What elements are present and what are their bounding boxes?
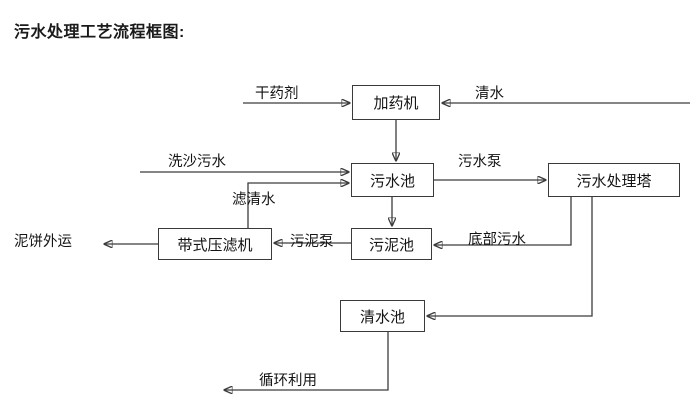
node-dosing-machine[interactable]: 加药机 [352, 85, 440, 120]
connector-treatment-tower-to-clean-water-pool [427, 197, 593, 316]
edge-label-mud-cake-out: 泥饼外运 [14, 234, 72, 250]
node-label: 污泥池 [368, 236, 414, 254]
page-title: 污水处理工艺流程框图: [14, 24, 185, 41]
node-clean-water-pool[interactable]: 清水池 [340, 300, 425, 332]
node-label: 污水处理塔 [576, 172, 652, 190]
connector-clean-water-pool-to-recycle-use [224, 332, 389, 390]
edge-label-sewage-pump: 污水泵 [458, 154, 502, 170]
node-treatment-tower[interactable]: 污水处理塔 [548, 163, 680, 197]
node-label: 加药机 [373, 95, 419, 112]
node-label: 清水池 [359, 308, 405, 326]
edge-label-sludge-pump: 污泥泵 [290, 234, 334, 250]
node-sludge-pool[interactable]: 污泥池 [351, 228, 432, 260]
edge-label-clean-water-in: 清水 [475, 86, 504, 102]
edge-label-sand-wash-sewage: 洗沙污水 [168, 154, 226, 170]
connector-treatment-tower-to-sludge-pool [434, 197, 572, 245]
node-label: 污水池 [369, 172, 415, 190]
edge-label-dry-agent: 干药剂 [255, 86, 299, 102]
node-label: 带式压滤机 [177, 236, 253, 254]
edge-label-bottom-sewage: 底部污水 [468, 232, 526, 248]
edge-label-recycle-use: 循环利用 [259, 373, 317, 389]
node-belt-filter-press[interactable]: 带式压滤机 [158, 228, 272, 260]
node-sewage-pool[interactable]: 污水池 [351, 163, 434, 197]
connector-belt-filter-press-to-sewage-pool [247, 183, 349, 228]
edge-label-filtrate-water: 滤清水 [232, 192, 276, 208]
